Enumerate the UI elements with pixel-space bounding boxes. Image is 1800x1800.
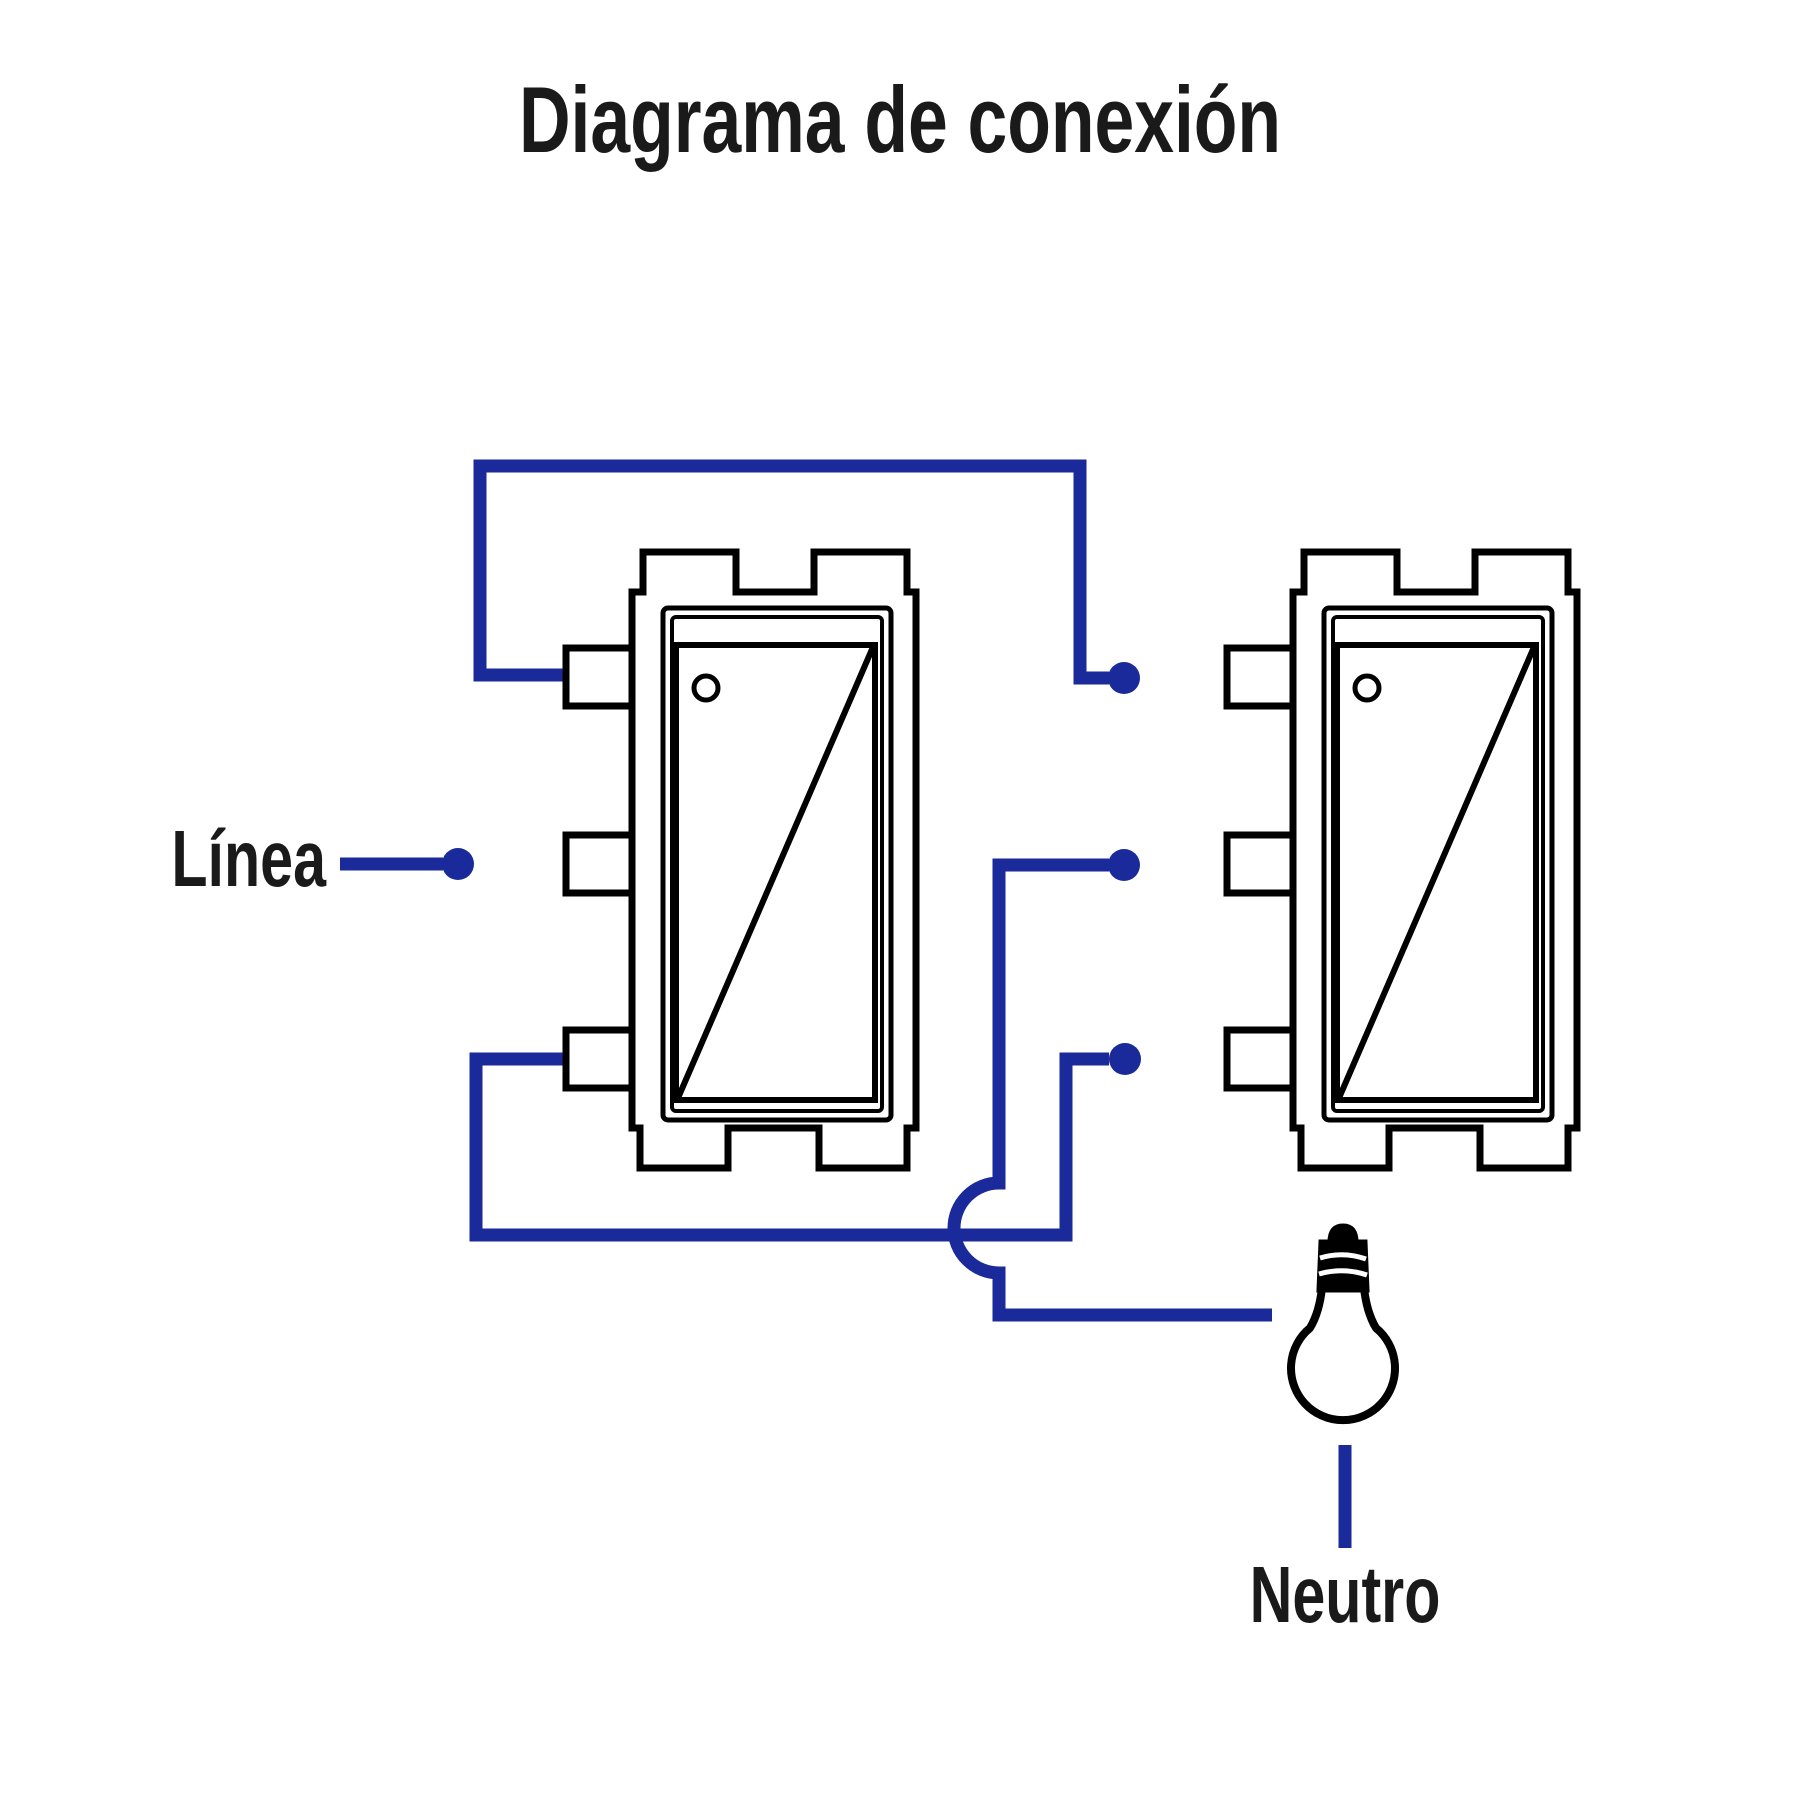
wire-traveler-bottom <box>469 1052 1109 1242</box>
junction-dot-middle <box>1108 849 1140 881</box>
neutral-label: Neutro <box>1250 1549 1441 1639</box>
line-label: Línea <box>171 813 326 903</box>
wire-common-to-lamp <box>947 858 1272 1322</box>
light-bulb-icon <box>1287 1223 1399 1425</box>
junction-dot-bottom <box>1109 1043 1141 1075</box>
junction-dot-top <box>1108 662 1140 694</box>
switch-right <box>1227 552 1577 1168</box>
junction-dot-line <box>442 848 474 880</box>
bulb-cap <box>1316 1239 1370 1293</box>
bulb-glass <box>1287 1284 1399 1425</box>
diagram-title: Diagrama de conexión <box>519 66 1281 172</box>
bulb-cap-tip <box>1327 1223 1359 1245</box>
bulb-thread-line <box>1319 1252 1367 1262</box>
bulb-thread-line <box>1318 1268 1368 1278</box>
wire-traveler-top <box>473 459 1109 685</box>
switch-left <box>566 552 916 1168</box>
